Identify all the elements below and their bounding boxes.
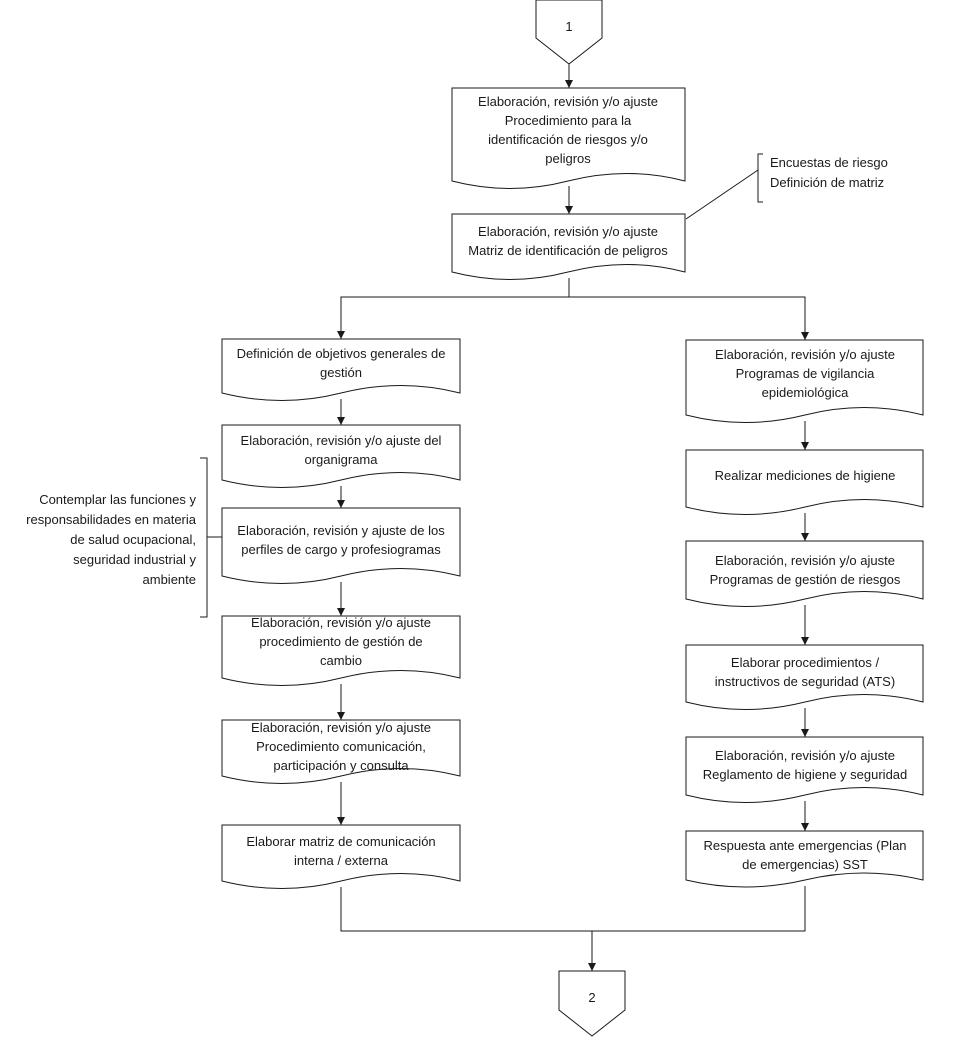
doc-shape — [221, 824, 461, 889]
doc-shape — [685, 830, 924, 888]
annotation-leader — [685, 169, 759, 220]
doc-shape — [685, 644, 924, 710]
annotation-line-4: seguridad industrial y — [73, 552, 196, 567]
doc-line-1: Elaboración, revisión y/o ajuste — [715, 748, 895, 763]
doc-organigrama: Elaboración, revisión y/o ajuste del org… — [221, 424, 461, 488]
doc-line-3: epidemiológica — [762, 385, 849, 400]
doc-line-3: cambio — [320, 653, 362, 668]
doc-line-2: organigrama — [305, 452, 379, 467]
doc-shape — [685, 736, 924, 803]
doc-matriz-identificacion-peligros: Elaboración, revisión y/o ajuste Matriz … — [451, 213, 686, 280]
annotation-funciones-responsabilidades: Contemplar las funciones y responsabilid… — [26, 457, 222, 618]
doc-line-4: peligros — [545, 151, 591, 166]
doc-mediciones-higiene: Realizar mediciones de higiene — [685, 449, 924, 515]
doc-line-2: Procedimiento para la — [505, 113, 632, 128]
doc-line-2: Programas de gestión de riesgos — [710, 572, 901, 587]
doc-line-1: Realizar mediciones de higiene — [715, 468, 896, 483]
doc-line-1: Elaborar procedimientos / — [731, 655, 880, 670]
doc-line-2: gestión — [320, 365, 362, 380]
offpage-connector-top: 1 — [535, 0, 603, 65]
arrow-matrix-to-surveillance — [569, 296, 809, 340]
doc-procedimientos-seguridad: Elaborar procedimientos / instructivos d… — [685, 644, 924, 710]
doc-shape — [221, 507, 461, 584]
doc-line-1: Elaboración, revisión y/o ajuste — [715, 553, 895, 568]
doc-line-2: de emergencias) SST — [742, 857, 868, 872]
annotation-bracket — [757, 153, 763, 203]
doc-line-1: Elaboración, revisión y/o ajuste — [478, 94, 658, 109]
doc-respuesta-emergencias: Respuesta ante emergencias (Plan de emer… — [685, 830, 924, 888]
annotation-line-5: ambiente — [143, 572, 196, 587]
doc-line-2: instructivos de seguridad (ATS) — [715, 674, 895, 689]
doc-line-2: Procedimiento comunicación, — [256, 739, 426, 754]
doc-shape — [221, 338, 461, 401]
annotation-line-1: Contemplar las funciones y — [39, 492, 196, 507]
doc-line-1: Elaboración, revisión y/o ajuste del — [241, 433, 442, 448]
annotation-line-3: de salud ocupacional, — [70, 532, 196, 547]
doc-shape — [685, 339, 924, 423]
doc-shape — [221, 615, 461, 686]
doc-objetivos-gestion: Definición de objetivos generales de ges… — [221, 338, 461, 401]
connector-top-shape — [535, 0, 603, 65]
doc-perfiles-cargo: Elaboración, revisión y ajuste de los pe… — [221, 507, 461, 584]
doc-comunicacion-participacion: Elaboración, revisión y/o ajuste Procedi… — [221, 719, 461, 784]
annotation-bracket — [200, 457, 208, 618]
annotation-line-2: Definición de matriz — [770, 175, 884, 190]
flow-connectors — [337, 64, 809, 971]
doc-shape — [685, 540, 924, 607]
annotation-line-1: Encuestas de riesgo — [770, 155, 888, 170]
doc-gestion-riesgos: Elaboración, revisión y/o ajuste Program… — [685, 540, 924, 607]
doc-line-1: Elaboración, revisión y/o ajuste — [251, 615, 431, 630]
doc-line-2: Matriz de identificación de peligros — [468, 243, 668, 258]
doc-shape — [221, 719, 461, 784]
doc-shape — [451, 213, 686, 280]
doc-line-1: Definición de objetivos generales de — [237, 346, 446, 361]
annotation-matriz: Encuestas de riesgo Definición de matriz — [685, 153, 888, 220]
doc-shape — [451, 87, 686, 189]
doc-reglamento-higiene: Elaboración, revisión y/o ajuste Reglame… — [685, 736, 924, 803]
doc-line-1: Elaboración, revisión y/o ajuste — [251, 720, 431, 735]
connector-top-label: 1 — [565, 19, 572, 34]
doc-line-1: Elaboración, revisión y/o ajuste — [478, 224, 658, 239]
doc-line-2: interna / externa — [294, 853, 389, 868]
connector-bottom-shape — [558, 970, 626, 1037]
annotation-line-2: responsabilidades en materia — [26, 512, 197, 527]
doc-line-3: participación y consulta — [273, 758, 409, 773]
doc-shape — [221, 424, 461, 488]
doc-line-1: Elaborar matriz de comunicación — [246, 834, 435, 849]
offpage-connector-bottom: 2 — [558, 970, 626, 1037]
doc-procedure-identificacion-riesgos: Elaboración, revisión y/o ajuste Procedi… — [451, 87, 686, 189]
connector-bottom-label: 2 — [588, 990, 595, 1005]
arrow-matrix-to-objectives — [337, 278, 570, 339]
doc-line-1: Elaboración, revisión y ajuste de los — [237, 523, 445, 538]
doc-line-2: Reglamento de higiene y seguridad — [703, 767, 908, 782]
merge-line — [340, 886, 806, 932]
doc-line-1: Elaboración, revisión y/o ajuste — [715, 347, 895, 362]
doc-matriz-comunicacion: Elaborar matriz de comunicación interna … — [221, 824, 461, 889]
doc-gestion-cambio: Elaboración, revisión y/o ajuste procedi… — [221, 615, 461, 686]
doc-line-2: perfiles de cargo y profesiogramas — [241, 542, 441, 557]
doc-shape — [685, 449, 924, 515]
doc-line-1: Respuesta ante emergencias (Plan — [703, 838, 906, 853]
doc-line-2: Programas de vigilancia — [736, 366, 876, 381]
doc-line-3: identificación de riesgos y/o — [488, 132, 648, 147]
doc-line-2: procedimiento de gestión de — [259, 634, 422, 649]
doc-vigilancia-epidemiologica: Elaboración, revisión y/o ajuste Program… — [685, 339, 924, 423]
